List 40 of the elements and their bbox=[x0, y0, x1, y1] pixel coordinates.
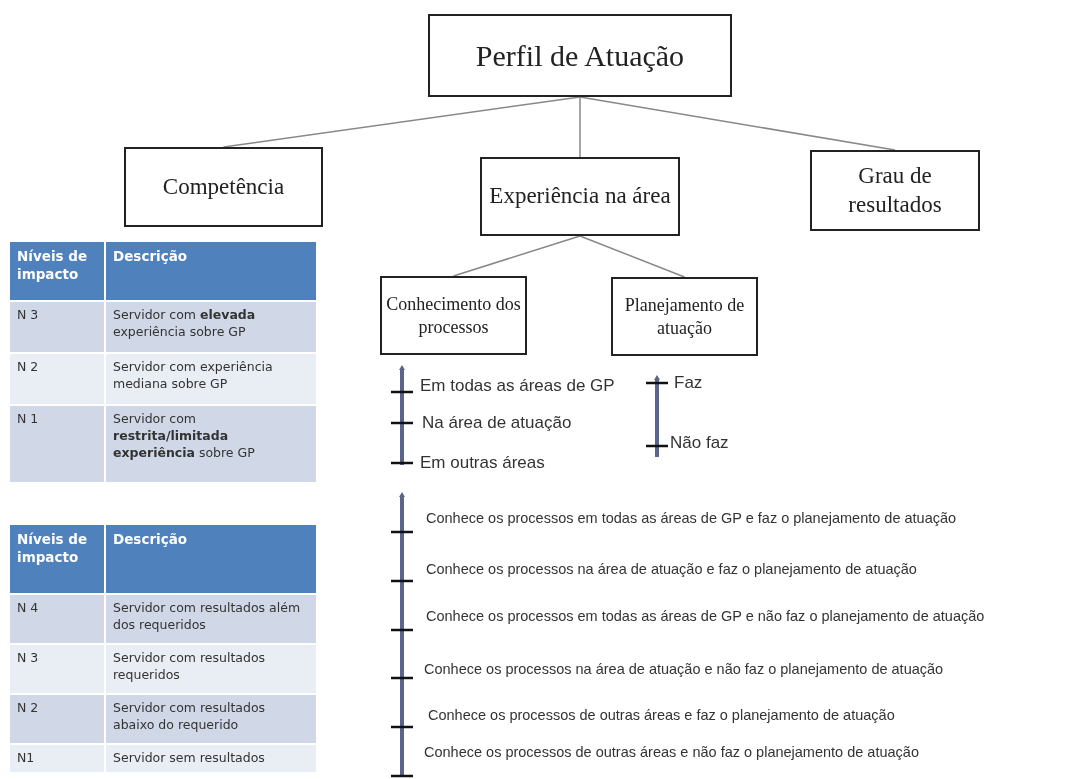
connector-line bbox=[452, 235, 581, 277]
level-cell: N 3 bbox=[9, 301, 105, 353]
description-cell: Servidor com resultados além dos requeridos bbox=[105, 594, 317, 644]
scale-label: Conhece os processos em todas as áreas de GP e não faz o planejamento de atuação bbox=[426, 608, 985, 624]
connector-line bbox=[579, 96, 581, 158]
description-cell: Servidor sem resultados bbox=[105, 744, 317, 773]
scale-label: Conhece os processos na área de atuação e não faz o planejamento de atuação bbox=[424, 661, 944, 677]
scale-label: Conhece os processos em todas as áreas de GP e faz o planejamento de atuação bbox=[426, 510, 957, 526]
table-header-cell: Descrição bbox=[105, 241, 317, 301]
scale-label: Em outras áreas bbox=[420, 453, 545, 473]
connector-line bbox=[579, 235, 686, 278]
category-box: Experiência na área bbox=[480, 157, 680, 236]
level-cell: N 3 bbox=[9, 644, 105, 694]
level-cell: N 2 bbox=[9, 694, 105, 744]
level-cell: N 1 bbox=[9, 405, 105, 483]
scale-label: Na área de atuação bbox=[422, 413, 572, 433]
description-cell: Servidor com resultados abaixo do requerido bbox=[105, 694, 317, 744]
subcategory-box: Conhecimento dos processos bbox=[380, 276, 527, 355]
level-cell: N1 bbox=[9, 744, 105, 773]
table-header-cell: Descrição bbox=[105, 524, 317, 594]
scale-label: Não faz bbox=[670, 433, 729, 453]
connector-line bbox=[579, 96, 896, 151]
connector-line bbox=[222, 96, 581, 148]
scale-label: Conhece os processos de outras áreas e não faz o planejamento de atuação bbox=[424, 744, 919, 760]
scale-label: Em todas as áreas de GP bbox=[420, 376, 615, 396]
profile-box: Perfil de Atuação bbox=[428, 14, 732, 97]
description-cell: Servidor com restrita/limitada experiência sobre GP bbox=[105, 405, 317, 483]
table-header-cell: Níveis de impacto bbox=[9, 524, 105, 594]
subcategory-box: Planejamento de atuação bbox=[611, 277, 758, 356]
scale-label: Conhece os processos na área de atuação e faz o planejamento de atuação bbox=[426, 561, 917, 577]
level-cell: N 2 bbox=[9, 353, 105, 405]
description-cell: Servidor com elevada experiência sobre GP bbox=[105, 301, 317, 353]
category-box: Grau de resultados bbox=[810, 150, 980, 231]
description-cell: Servidor com experiência mediana sobre GP bbox=[105, 353, 317, 405]
description-cell: Servidor com resultados requeridos bbox=[105, 644, 317, 694]
category-box: Competência bbox=[124, 147, 323, 227]
scale-label: Faz bbox=[674, 373, 703, 393]
table-header-cell: Níveis de impacto bbox=[9, 241, 105, 301]
scale-label: Conhece os processos de outras áreas e faz o planejamento de atuação bbox=[428, 707, 895, 723]
level-cell: N 4 bbox=[9, 594, 105, 644]
